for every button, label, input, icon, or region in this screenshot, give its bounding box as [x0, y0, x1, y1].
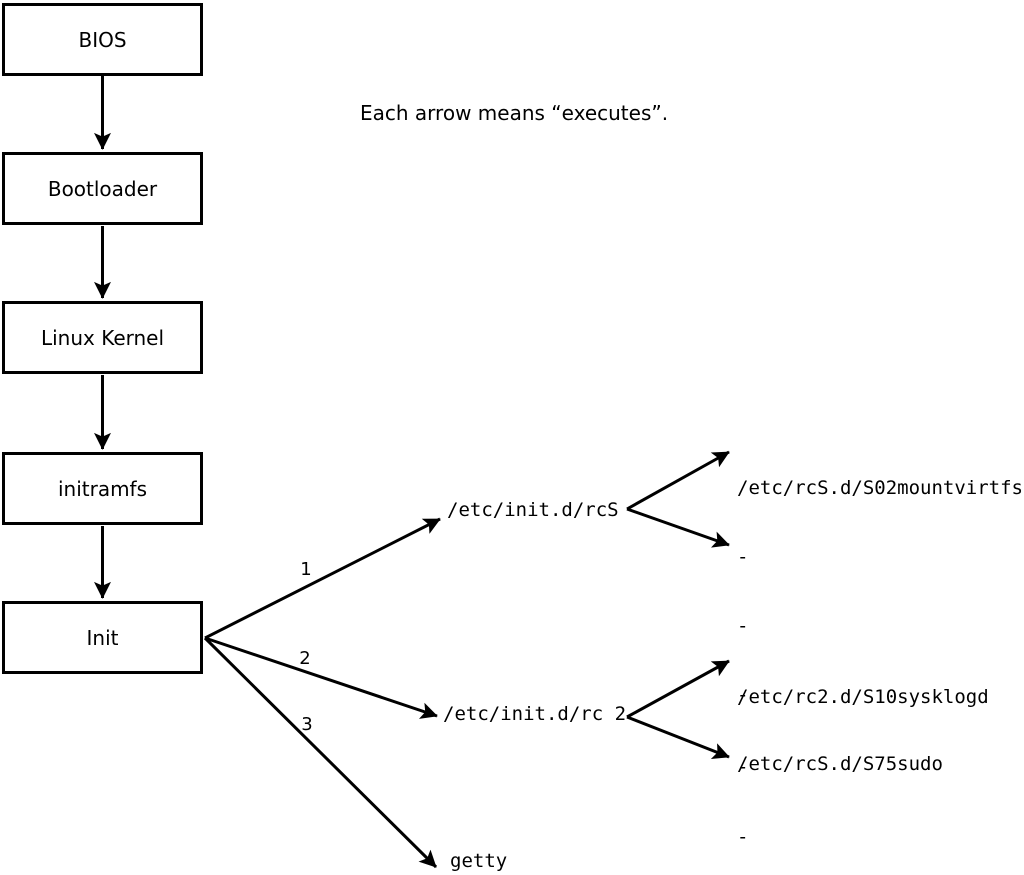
rcs-script-placeholder: -	[737, 546, 749, 568]
target-rc2: /etc/init.d/rc 2	[443, 703, 627, 725]
branch-number-1: 1	[300, 559, 312, 580]
rc2-script-placeholder: -	[737, 826, 749, 848]
rc2-script-s10sysklogd: /etc/rc2.d/S10sysklogd	[737, 686, 989, 708]
rcs-script-s02mountvirtfs: /etc/rcS.d/S02mountvirtfs	[737, 477, 1023, 499]
box-linux-kernel: Linux Kernel	[2, 301, 203, 374]
rc2-script-list: /etc/rc2.d/S10sysklogd - - - /etc/rc2.d/…	[737, 640, 989, 875]
arrow-init-to-rcs	[204, 517, 441, 640]
target-getty: getty	[450, 850, 508, 872]
rcs-script-s75sudo: /etc/rcS.d/S75sudo	[737, 753, 943, 775]
target-rcs: /etc/init.d/rcS	[447, 499, 619, 521]
box-bios-label: BIOS	[78, 27, 127, 52]
box-bootloader: Bootloader	[2, 152, 203, 225]
box-bios: BIOS	[2, 3, 203, 76]
arrow-init-to-rc2	[204, 636, 438, 719]
box-init-label: Init	[86, 625, 119, 650]
box-linux-kernel-label: Linux Kernel	[40, 325, 165, 350]
arrow-rc2-to-s99gdm	[626, 715, 730, 760]
box-bootloader-label: Bootloader	[47, 176, 158, 201]
box-initramfs-label: initramfs	[57, 476, 148, 501]
rcs-script-placeholder: -	[737, 615, 749, 637]
branch-number-2: 2	[299, 648, 311, 669]
branch-number-3: 3	[301, 714, 313, 735]
arrow-rcs-to-s02mountvirtfs	[626, 450, 730, 511]
arrow-rcs-to-s75sudo	[626, 507, 730, 548]
box-initramfs: initramfs	[2, 452, 203, 525]
arrow-rc2-to-s10sysklogd	[626, 659, 730, 719]
legend-note: Each arrow means “executes”.	[360, 101, 669, 125]
arrow-init-to-getty	[203, 636, 438, 869]
box-init: Init	[2, 601, 203, 674]
rcs-script-placeholder: -	[737, 684, 749, 706]
rcs-script-list: /etc/rcS.d/S02mountvirtfs - - - /etc/rcS…	[737, 432, 1023, 821]
rc2-script-placeholder: -	[737, 756, 749, 778]
